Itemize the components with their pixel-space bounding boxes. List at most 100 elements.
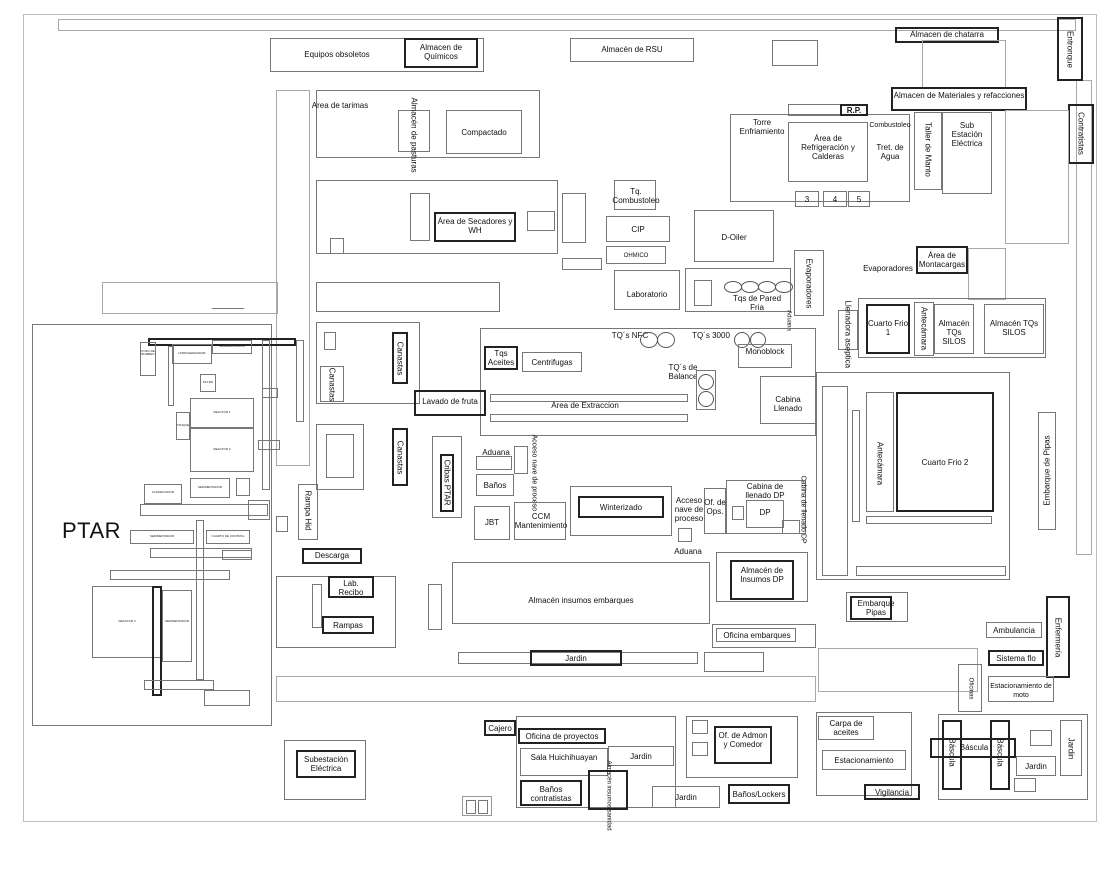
monoblock-box xyxy=(738,344,792,368)
sala-box xyxy=(520,748,608,776)
subestacion-box xyxy=(296,750,356,778)
ptar-sed3 xyxy=(162,590,192,662)
ptar-side-box5 xyxy=(222,550,252,560)
ptar-sed2 xyxy=(130,530,194,544)
secadores-small xyxy=(330,238,344,254)
balance-box xyxy=(696,370,716,410)
ptar-tanque-label: TANQUE xyxy=(176,423,190,427)
canastas2-label: Canastas xyxy=(395,341,405,376)
site-plan-frame xyxy=(23,14,1097,822)
ptar-vbar3 xyxy=(196,520,204,680)
tank-3 xyxy=(758,281,776,293)
embarque-outer xyxy=(846,592,908,622)
top-small-box xyxy=(772,40,818,66)
of-ops-box xyxy=(704,488,726,534)
d-oiler-box xyxy=(694,210,774,262)
west-road-top xyxy=(276,90,310,466)
dp-bottom-box xyxy=(782,520,800,534)
canastas3-box xyxy=(392,428,408,486)
area-montacargas-box xyxy=(916,246,968,274)
t3000-tank-1 xyxy=(734,332,750,348)
winterizado-outer xyxy=(570,486,672,536)
canastas3-label: Canastas xyxy=(395,440,405,475)
unit-3 xyxy=(795,191,819,207)
alm-rsu-box xyxy=(570,38,694,62)
balance-tank-2 xyxy=(698,391,714,407)
ptar-pipe-v1 xyxy=(296,340,304,422)
ptar-clarif xyxy=(144,484,182,504)
dp-label: DP xyxy=(759,508,771,517)
admon-box xyxy=(714,726,772,764)
cold2-bottom2 xyxy=(856,566,1006,576)
alm-pasturas-label: Almacén de pasturas xyxy=(409,97,419,173)
tq-comb-label: Tq. Combustoleo xyxy=(612,187,660,205)
lavado-label: Lavado de fruta xyxy=(422,397,478,406)
admon-label: Of. de Admon y Comedor xyxy=(718,731,768,749)
admon-small-2 xyxy=(692,742,708,756)
tqs-nfc-label: TQ´s NFC xyxy=(611,331,649,340)
ptar-clarif-label: CLARIFICADOR xyxy=(151,490,175,494)
ptar-side-box2 xyxy=(276,516,288,532)
chatarra-yard xyxy=(922,40,1006,88)
canastas2-box xyxy=(392,332,408,384)
alm-materiales-label: Almacen de Materiales y refacciones xyxy=(893,91,1025,100)
ptar-sed2-label: SEDIMENTADOR xyxy=(150,534,174,538)
east-mid-area xyxy=(818,648,978,692)
cribas-box xyxy=(432,436,462,518)
alm-tqs1-label: Almacén TQs SILOS xyxy=(938,319,970,346)
descarga-vbar xyxy=(428,584,442,630)
alm-sanidad-box xyxy=(588,770,628,810)
enfermeria-label: Enfermería xyxy=(1053,617,1063,658)
cold2-left-strip xyxy=(822,386,848,576)
taller-label: Taller de Manto xyxy=(923,122,933,177)
centrifugas-box xyxy=(522,352,582,372)
rampas-box xyxy=(322,616,374,634)
evap-v-label: Evaporadores xyxy=(804,258,814,309)
admon-small-1 xyxy=(692,720,708,734)
alm-rsu-label: Almacén de RSU xyxy=(601,45,663,54)
secadores-block xyxy=(316,180,558,254)
ptar-side-box xyxy=(248,500,270,520)
ptar-reactor2 xyxy=(190,428,254,472)
ptar-reactor3-label: REACTOR 3 xyxy=(118,619,136,623)
subestacion-outer xyxy=(284,740,366,800)
ptar-unit-homog xyxy=(172,344,212,364)
banos-lockers-box xyxy=(728,784,790,804)
west-area-inner xyxy=(326,434,354,478)
banos-label: Baños xyxy=(483,481,507,490)
jardin3-box xyxy=(1016,756,1056,776)
ambulancia-box xyxy=(986,622,1042,638)
ptar-hbar3 xyxy=(110,570,230,580)
alm-chatarra-label: Almacen de chatarra xyxy=(910,30,984,39)
canastas-block xyxy=(316,322,420,404)
jardin2-label: Jardin xyxy=(630,752,652,761)
lavado-box xyxy=(414,390,486,416)
long-strip-1 xyxy=(316,282,500,312)
d-oiler-label: D-Oiler xyxy=(721,233,747,242)
rampas-vbar xyxy=(312,584,322,628)
ptar-pipe-v2 xyxy=(152,586,162,696)
alm-tqs2-label: Almacén TQs SILOS xyxy=(989,319,1039,337)
acceso1-label: Acceso nave de proceso xyxy=(530,434,538,512)
ptar-cuarto-label: CUARTO DE CONTROL xyxy=(211,534,245,538)
unit-3-label: 3 xyxy=(804,195,810,204)
extraction-line-1 xyxy=(490,394,688,402)
bascula3-label: Báscula xyxy=(995,738,1005,767)
alm-insumos-dp-outer xyxy=(716,552,808,602)
jardin2-box xyxy=(608,746,674,766)
antecamara1-box xyxy=(914,302,934,356)
antecamara1-label: Antecámara xyxy=(919,306,929,351)
alm-sanidad-label: Almacén insumos sanidad xyxy=(605,760,612,831)
tank-4 xyxy=(775,281,793,293)
jardin5-box xyxy=(652,786,720,808)
ptar-pozo-label: POZO DE BOMBEO xyxy=(141,349,155,356)
nfc-tank-1 xyxy=(640,332,658,348)
subestacion-label: Subestación Eléctrica xyxy=(303,755,349,773)
acceso2-label: Acceso nave de proceso xyxy=(674,496,704,523)
vigilancia-label: Vigilancia xyxy=(874,788,910,797)
unit-4 xyxy=(823,191,847,207)
vigilancia-box xyxy=(864,784,920,800)
centrifugas-label: Centrifugas xyxy=(531,358,573,367)
alm-tqs2-box xyxy=(984,304,1044,354)
ptar-unit-desh xyxy=(212,340,252,354)
